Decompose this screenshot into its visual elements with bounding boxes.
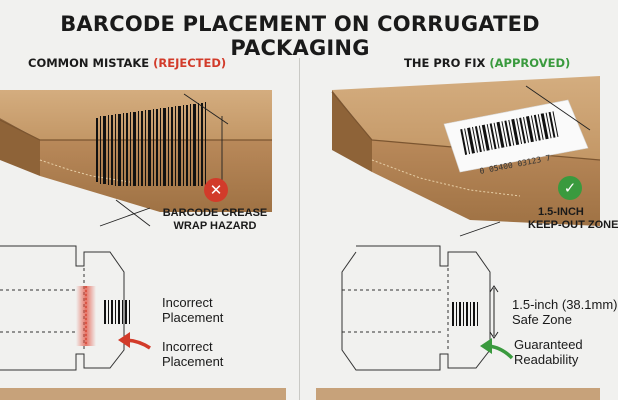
crease-hazard-callout: BARCODE CREASE WRAP HAZARD [160, 207, 270, 232]
approved-box-illustration: 0 05400 03123 7 [331, 76, 601, 237]
right-cardboard-strip [316, 388, 600, 400]
safe-zone-line1: 1.5-inch (38.1mm) [512, 297, 618, 312]
left-heading-text: COMMON MISTAKE [28, 56, 154, 70]
panel-divider [299, 58, 300, 400]
approved-barcode [460, 111, 559, 155]
right-heading: THE PRO FIX (APPROVED) [404, 56, 570, 70]
rejected-status: (REJECTED) [153, 56, 227, 70]
incorrect-label-2-line2: Placement [162, 353, 224, 369]
approved-dieline-barcode [452, 302, 478, 326]
check-circle-icon: ✓ [558, 176, 582, 200]
approved-status: (APPROVED) [489, 56, 571, 70]
incorrect-placement-label-2: Incorrect Placement [162, 339, 224, 370]
rejected-dieline-barcode [104, 300, 130, 324]
rejected-dieline-diagram [0, 245, 151, 371]
crease-hazard-line1: BARCODE CREASE [162, 207, 268, 219]
illustration: 0 05400 03123 7 [0, 76, 601, 400]
incorrect-label-2-line1: Incorrect [162, 339, 213, 354]
readability-line2: Readability [514, 351, 579, 367]
approved-dieline-diagram [341, 245, 514, 371]
keep-out-zone-callout: 1.5-INCH KEEP-OUT ZONE [528, 206, 618, 231]
incorrect-label-1-line1: Incorrect [162, 295, 213, 310]
right-heading-text: THE PRO FIX [404, 56, 490, 70]
page-title: BARCODE PLACEMENT ON CORRUGATED PACKAGIN… [60, 12, 540, 60]
rejected-barcode [96, 102, 206, 186]
keep-out-line1: 1.5-INCH [538, 206, 584, 218]
guaranteed-readability-label: Guaranteed Readability [514, 337, 583, 368]
safe-zone-line2: Safe Zone [512, 311, 572, 327]
incorrect-placement-label-1: Incorrect Placement [162, 295, 224, 326]
keep-out-line2: KEEP-OUT ZONE [528, 218, 618, 231]
incorrect-label-1-line2: Placement [162, 309, 224, 325]
safe-zone-label: 1.5-inch (38.1mm) Safe Zone [512, 297, 618, 328]
rejected-box-illustration [0, 90, 272, 227]
left-heading: COMMON MISTAKE (REJECTED) [28, 56, 226, 70]
x-circle-icon: ✕ [204, 178, 228, 202]
left-cardboard-strip [0, 388, 286, 400]
crease-hazard-line2: WRAP HAZARD [173, 219, 257, 232]
readability-line1: Guaranteed [514, 337, 583, 352]
